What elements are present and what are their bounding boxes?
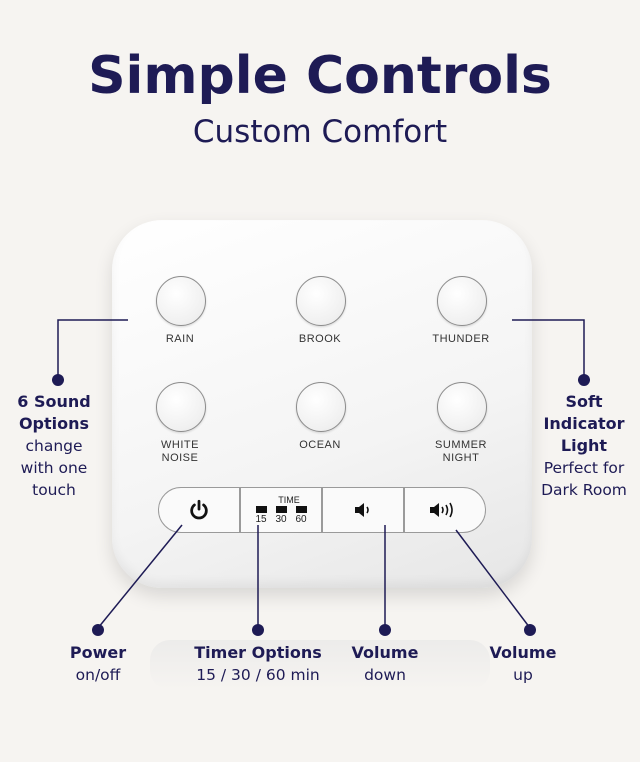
summer-night-label: SUMMER NIGHT (435, 439, 487, 464)
volume-down-annotation: Volume down (340, 642, 430, 686)
white-noise-button[interactable] (156, 382, 206, 432)
ocean-label: OCEAN (299, 439, 341, 451)
speaker-low-icon (355, 503, 369, 517)
volume-up-button[interactable] (404, 487, 486, 533)
sound-options-desc: change with one touch (20, 437, 88, 499)
brook-button[interactable] (296, 276, 346, 326)
timer-indicator-15 (255, 506, 267, 513)
volume-up-desc: up (513, 666, 533, 684)
indicator-light-desc: Perfect for Dark Room (541, 459, 627, 499)
power-annotation: Power on/off (48, 642, 148, 686)
brook-label: BROOK (298, 333, 342, 345)
page-title: Simple Controls (88, 46, 552, 106)
rain-button[interactable] (156, 276, 206, 326)
timer-label: TIME (278, 495, 300, 505)
summer-night-button[interactable] (437, 382, 487, 432)
white-noise-label: WHITE NOISE (161, 439, 199, 464)
rain-label: RAIN (165, 333, 195, 345)
thunder-button[interactable] (437, 276, 487, 326)
volume-down-title: Volume (351, 643, 419, 662)
speaker-high-icon (430, 502, 453, 518)
device-reflection (150, 640, 490, 690)
power-title: Power (69, 643, 127, 662)
timer-annotation: Timer Options 15 / 30 / 60 min (178, 642, 338, 686)
power-button[interactable] (158, 487, 240, 533)
timer-button[interactable]: TIME 15 30 60 (240, 487, 322, 533)
volume-down-desc: down (364, 666, 406, 684)
ocean-button[interactable] (296, 382, 346, 432)
indicator-light-annotation: Soft Indicator Light Perfect for Dark Ro… (528, 391, 640, 501)
volume-up-title: Volume (489, 643, 557, 662)
timer-display: TIME 15 30 60 (254, 495, 308, 525)
timer-option-30: 30 (275, 514, 287, 525)
timer-option-60: 60 (295, 514, 307, 525)
thunder-label: THUNDER (432, 333, 490, 345)
timer-indicator-60 (295, 506, 307, 513)
page-subtitle: Custom Comfort (192, 114, 448, 150)
volume-up-annotation: Volume up (478, 642, 568, 686)
sound-options-title: 6 Sound Options (17, 392, 91, 433)
timer-indicator-30 (275, 506, 287, 513)
timer-title: Timer Options (194, 643, 322, 662)
power-desc: on/off (75, 666, 121, 684)
indicator-light-title: Soft Indicator Light (543, 392, 625, 455)
timer-option-15: 15 (255, 514, 267, 525)
timer-desc: 15 / 30 / 60 min (196, 666, 320, 684)
volume-down-button[interactable] (322, 487, 404, 533)
power-icon (190, 499, 208, 520)
sound-options-annotation: 6 Sound Options change with one touch (0, 391, 108, 501)
